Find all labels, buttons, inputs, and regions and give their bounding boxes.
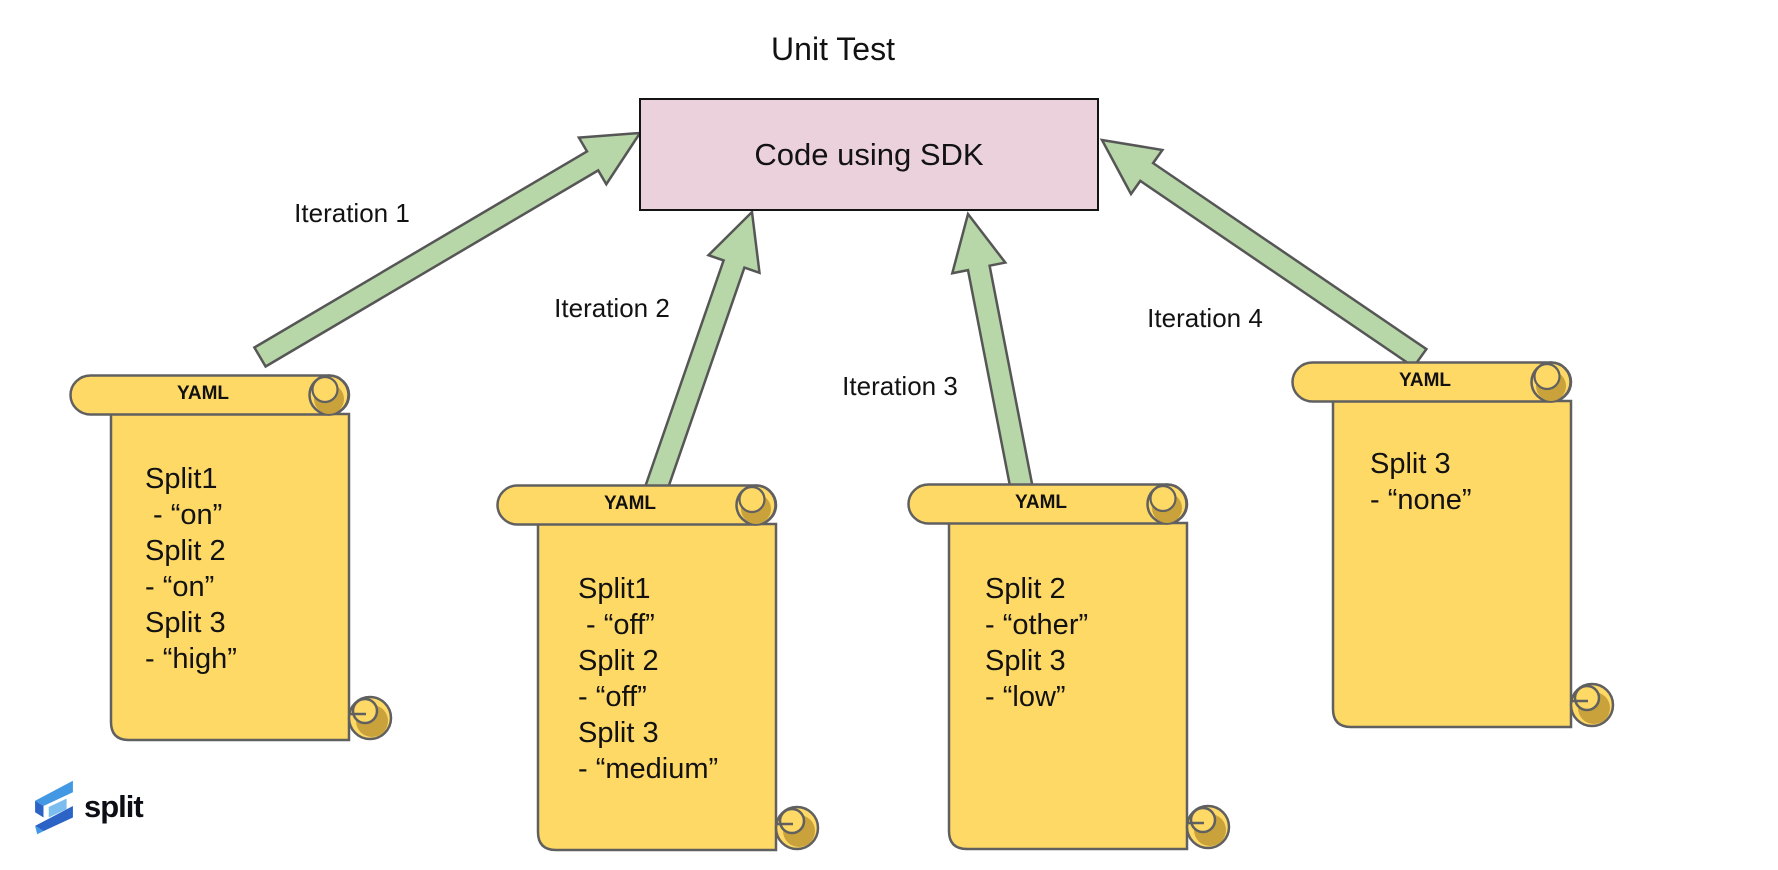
diagram-title: Unit Test (771, 31, 895, 67)
sdk-box-label: Code using SDK (754, 136, 984, 172)
yaml-scroll-1-header: YAML (176, 383, 230, 404)
scroll-line: - “medium” (578, 753, 719, 785)
scroll-line: Split 2 (985, 573, 1066, 605)
scroll-2-content: Split1 - “off” Split 2 - “off” Split 3 -… (578, 571, 718, 787)
scroll-1-content: Split1 - “on” Split 2 - “on” Split 3 - “… (145, 461, 237, 677)
scroll-line: Split 3 (145, 607, 226, 639)
scroll-line: - “high” (145, 643, 237, 675)
scroll-line: Split 2 (578, 645, 659, 677)
split-logo-text: split (84, 789, 144, 824)
yaml-scroll-3-header: YAML (1014, 492, 1068, 513)
split-logo-icon (35, 780, 73, 835)
scroll-line: - “low” (985, 681, 1066, 713)
scroll-line: - “on” (145, 499, 223, 531)
scroll-line: - “none” (1370, 484, 1472, 516)
iteration-3-label: Iteration 3 (842, 371, 958, 401)
yaml-scroll-2-header: YAML (603, 493, 657, 514)
arrow-iteration-1 (252, 131, 643, 369)
arrow-iteration-2 (643, 209, 761, 498)
scroll-line: - “off” (578, 681, 647, 713)
scroll-line: - “on” (145, 571, 215, 603)
iteration-1-label: Iteration 1 (294, 198, 410, 228)
scroll-line: Split 3 (1370, 448, 1451, 480)
yaml-scroll-4-header: YAML (1398, 370, 1452, 391)
scroll-line: - “other” (985, 609, 1089, 641)
scroll-line: Split 2 (145, 535, 226, 567)
scroll-line: Split1 (578, 573, 651, 605)
split-logo: split (33, 779, 144, 835)
scroll-line: Split1 (145, 463, 218, 495)
scroll-line: Split 3 (985, 645, 1066, 677)
scroll-3-content: Split 2 - “other” Split 3 - “low” (985, 571, 1088, 715)
sdk-box: Code using SDK (639, 98, 1099, 211)
iteration-4-label: Iteration 4 (1147, 303, 1263, 333)
scroll-line: - “off” (578, 609, 655, 641)
scroll-4-content: Split 3 - “none” (1370, 446, 1472, 518)
arrow-iteration-3 (950, 211, 1035, 494)
yaml-scroll-4 (1291, 361, 1623, 733)
scroll-line: Split 3 (578, 717, 659, 749)
iteration-2-label: Iteration 2 (554, 293, 670, 323)
arrow-iteration-4 (1099, 138, 1429, 369)
